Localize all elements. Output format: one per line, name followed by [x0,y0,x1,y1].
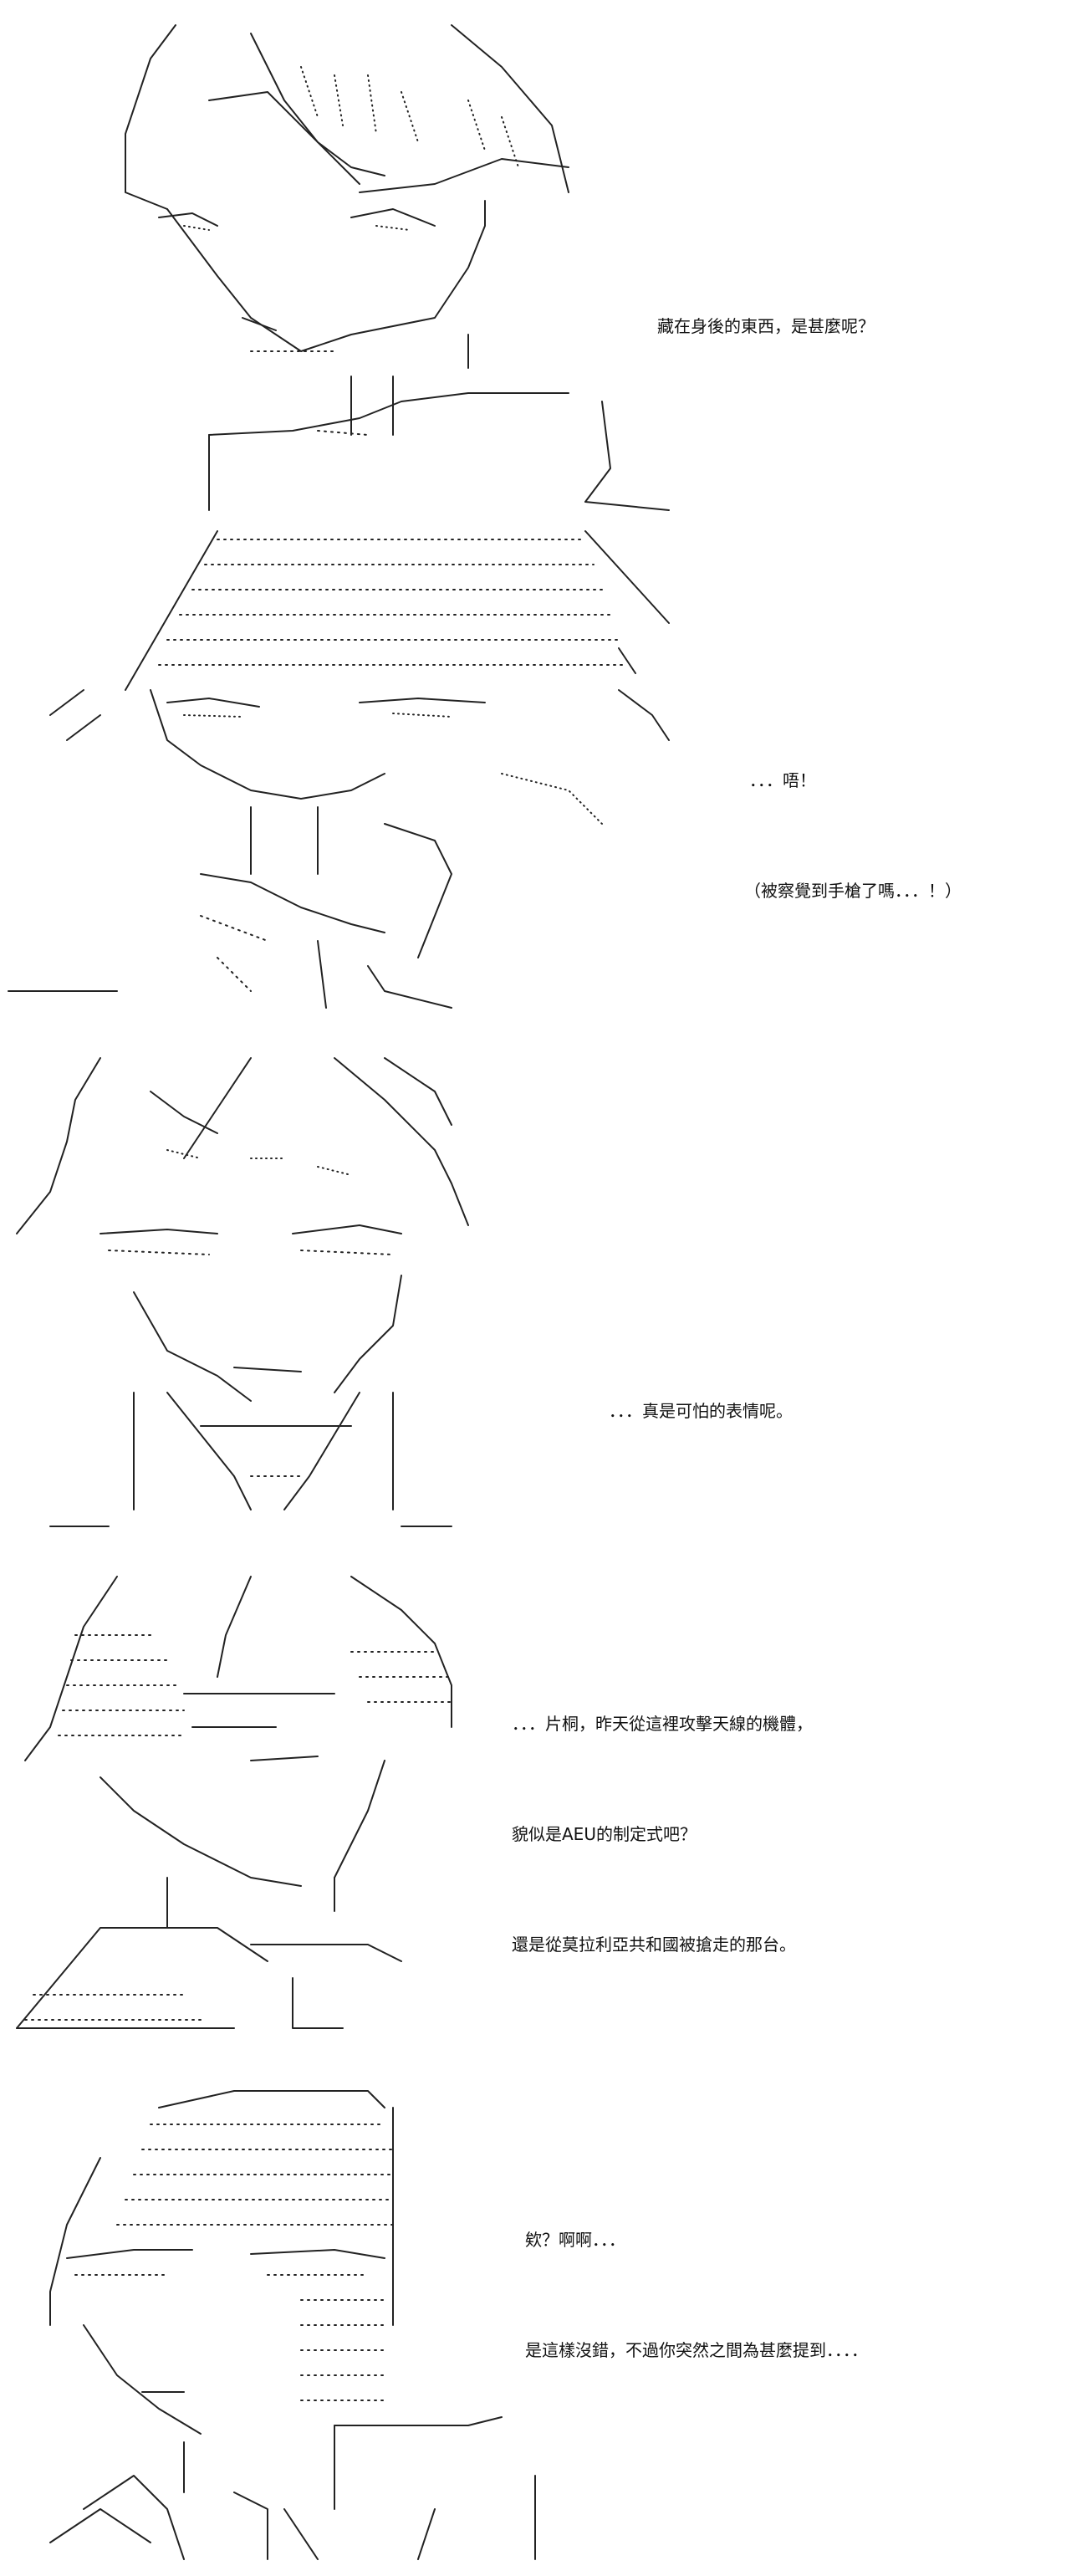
ascii-art-character-3 [16,1057,469,1527]
dialog-line: （被察覺到手槍了嗎．．．！） [744,881,962,901]
panel-2: ．．．唔！ （被察覺到手槍了嗎．．．！） [0,523,1087,1025]
panel-1: 藏在身後的東西，是甚麼呢？ [0,0,1087,511]
ascii-art-character-2 [8,530,670,1009]
ascii-art-character-5 [49,2090,536,2560]
dialog-line: 還是從莫拉利亞共和國被搶走的那台。 [512,1935,796,1955]
dialog-line: 藏在身後的東西，是甚麼呢？ [657,316,875,336]
dialog-line: 是這樣沒錯，不過你突然之間為甚麼提到．．．． [525,2340,868,2360]
dialog-panel-2: ．．．唔！ （被察覺到手槍了嗎．．．！） [744,688,962,983]
dialog-line: ．．．唔！ [749,770,816,790]
ascii-art-character-1 [125,24,670,511]
dialog-line: ．．．片桐，昨天從這裡攻擊天線的機體， [512,1714,813,1734]
dialog-panel-5: 欸？啊啊．．． 是這樣沒錯，不過你突然之間為甚麼提到．．．． [525,2148,868,2442]
dialog-panel-4: ．．．片桐，昨天從這裡攻擊天線的機體， 貌似是AEU的制定式吧？ 還是從莫拉利亞… [512,1632,813,2037]
ascii-art-character-4 [16,1576,452,2029]
dialog-panel-1: 藏在身後的東西，是甚麼呢？ [657,234,875,418]
panel-3: ．．．真是可怕的表情呢。 [0,1041,1087,1543]
panel-5: 欸？啊啊．．． 是這樣沒錯，不過你突然之間為甚麼提到．．．． [0,2074,1087,2576]
panel-4: ．．．片桐，昨天從這裡攻擊天線的機體， 貌似是AEU的制定式吧？ 還是從莫拉利亞… [0,1560,1087,2062]
dialog-line: 欸？啊啊．．． [525,2230,625,2250]
dialog-panel-3: ．．．真是可怕的表情呢。 [609,1319,793,1503]
dialog-line: 貌似是AEU的制定式吧？ [512,1824,697,1844]
dialog-line: ．．．真是可怕的表情呢。 [609,1401,793,1421]
